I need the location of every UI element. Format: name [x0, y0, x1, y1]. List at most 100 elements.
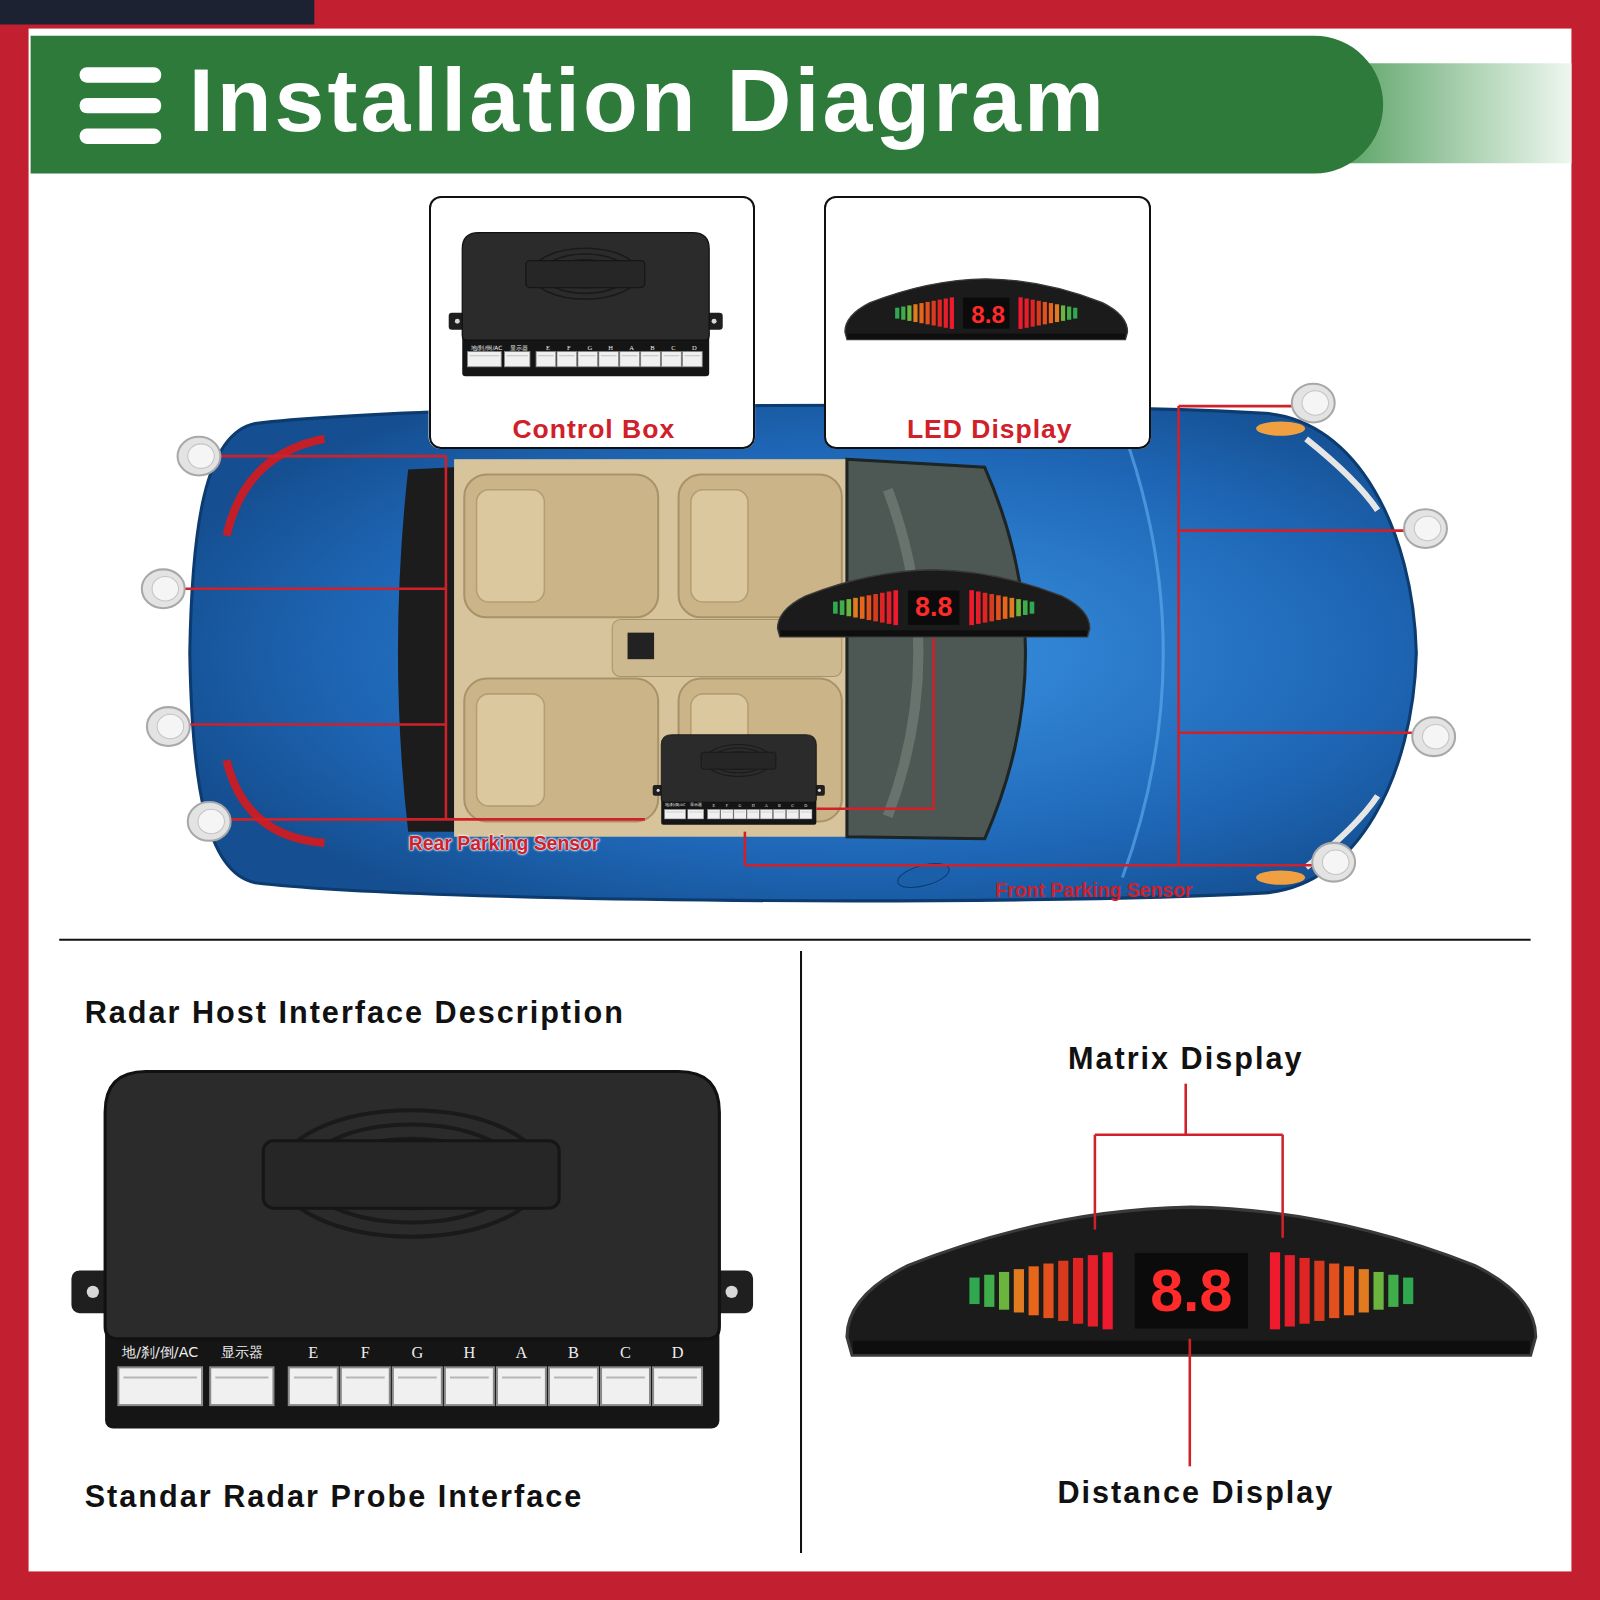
leader-line: [1095, 1133, 1283, 1136]
matrix-bar: [984, 1275, 994, 1307]
display-base: [853, 1341, 1530, 1354]
connector-port: [599, 352, 619, 367]
wire-connector: [816, 638, 933, 809]
display-housing: [847, 1207, 1536, 1355]
control-box: 地/刹/倒/AC显示器EFGHABCD: [67, 1069, 753, 1430]
divider: [800, 951, 802, 1553]
leader-line: [1184, 1084, 1187, 1135]
port-label: 地/刹/倒/AC: [665, 804, 686, 808]
port-label: C: [791, 804, 794, 809]
port-label: A: [765, 804, 768, 809]
port-pins: [502, 1377, 541, 1379]
port-label: E: [713, 804, 716, 809]
control-box: 地/刹/倒/AC显示器EFGHABCD: [645, 728, 816, 832]
port-pins: [801, 811, 811, 812]
mount-hole: [455, 319, 460, 324]
port-pins: [450, 1377, 489, 1379]
matrix-bar: [1329, 1264, 1339, 1319]
seat-cushion: [477, 694, 545, 806]
led-display: 8.8: [845, 1202, 1536, 1359]
callout-label: Rear Parking Sensor: [409, 833, 600, 854]
callout-label: Matrix Display: [1068, 1042, 1304, 1076]
connector-port: [747, 809, 759, 819]
connector-port: [760, 809, 772, 819]
parking-sensor: [142, 569, 185, 608]
matrix-bar: [1270, 1252, 1280, 1329]
connector-port: [536, 352, 556, 367]
display-base: [847, 334, 1125, 339]
connector-port: [734, 809, 746, 819]
port-label: D: [692, 344, 697, 351]
matrix-bar: [1003, 597, 1008, 619]
matrix-bar: [983, 593, 988, 623]
leader-line: [1189, 1339, 1192, 1467]
matrix-bar: [1344, 1266, 1354, 1315]
menu-icon-bar: [80, 129, 162, 144]
sensor-face: [157, 714, 184, 738]
port-pins: [643, 355, 659, 356]
matrix-bar: [950, 297, 954, 329]
leader-line: [1177, 406, 1180, 865]
callout-label: Distance Display: [1057, 1476, 1334, 1510]
port-label: 地/刹/倒/AC: [471, 345, 503, 351]
leader-line: [209, 455, 446, 458]
mount-hole: [712, 319, 717, 324]
port-label: B: [650, 344, 654, 351]
menu-icon-bar: [80, 98, 162, 113]
matrix-bar: [913, 304, 917, 322]
port-pins: [709, 811, 719, 812]
distance-digits: 8.8: [971, 302, 1005, 329]
matrix-bar: [932, 301, 936, 326]
connector-port: [721, 809, 733, 819]
connector-port: [289, 1367, 338, 1405]
car-body: [190, 405, 1417, 901]
headlight: [1256, 421, 1305, 435]
port-pins: [601, 355, 617, 356]
port-label: A: [629, 344, 634, 351]
port-label: D: [672, 1344, 684, 1362]
connector-port: [773, 809, 785, 819]
port-pins: [554, 1377, 593, 1379]
hood-line: [1122, 429, 1163, 878]
port-pins: [470, 355, 500, 356]
port-pins: [580, 355, 596, 356]
dashboard: [888, 490, 919, 817]
port-label: F: [567, 344, 571, 351]
tail-light: [227, 439, 325, 536]
matrix-bar: [1016, 599, 1021, 616]
matrix-bar: [1403, 1278, 1413, 1305]
headlight: [1256, 870, 1305, 884]
port-label: B: [778, 804, 781, 809]
port-pins: [622, 355, 638, 356]
sensor-rim: [1292, 384, 1335, 423]
digit-window: [963, 298, 1009, 329]
port-label: G: [411, 1344, 423, 1362]
connector-port: [601, 1367, 650, 1405]
menu-icon-bar: [80, 67, 162, 82]
sensor-face: [198, 809, 225, 833]
control-box: [449, 233, 723, 377]
connector-port: [445, 1367, 494, 1405]
sensor-face: [1302, 391, 1329, 415]
parking-sensor: [178, 437, 221, 476]
matrix-bar: [1049, 303, 1053, 323]
leader-line: [445, 456, 448, 819]
control-box: [71, 1071, 753, 1428]
sensor-rim: [1312, 843, 1355, 882]
port-pins: [606, 1377, 645, 1379]
sensor-face: [1422, 724, 1449, 748]
matrix-bar: [907, 305, 911, 320]
port-label: E: [308, 1344, 318, 1362]
section-heading: Radar Host Interface Description: [85, 996, 625, 1030]
connector-port: [341, 1367, 390, 1405]
connector-port: [497, 1367, 546, 1405]
port-label: E: [546, 344, 550, 351]
digit-window: [1135, 1253, 1248, 1329]
port-label: C: [620, 1344, 631, 1362]
port-label: D: [804, 804, 807, 809]
title-banner: [31, 36, 1384, 174]
panel-ground: [429, 196, 756, 449]
port-pins: [215, 1377, 268, 1379]
sensor-face: [152, 577, 179, 601]
port-label: 显示器: [221, 1345, 263, 1361]
